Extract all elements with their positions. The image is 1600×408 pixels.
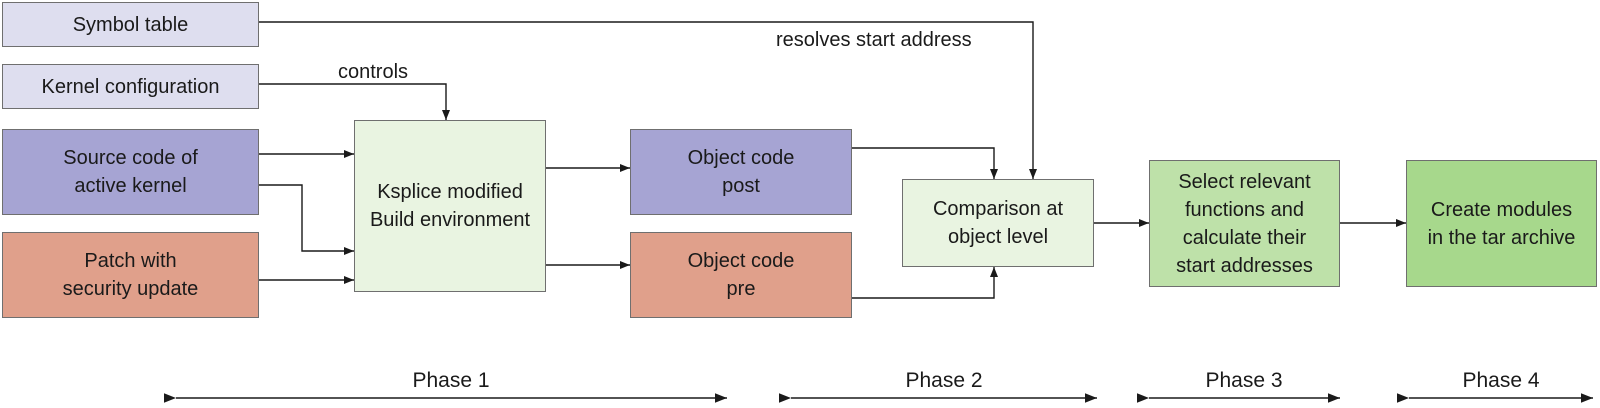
object-code-pre-box: Object code pre <box>630 232 852 318</box>
select-functions-box: Select relevant functions and calculate … <box>1149 160 1340 287</box>
symbol-table-box: Symbol table <box>2 2 259 47</box>
kernel-config-box: Kernel configuration <box>2 64 259 109</box>
source-code-box: Source code of active kernel <box>2 129 259 215</box>
create-modules-box: Create modules in the tar archive <box>1406 160 1597 287</box>
arrow-source-branch-to-ksplice <box>254 184 354 255</box>
ksplice-build-box: Ksplice modified Build environment <box>354 120 546 292</box>
comparison-box: Comparison at object level <box>902 179 1094 267</box>
arrow-symbol-table-to-comparison <box>254 21 1037 179</box>
resolves-start-address-label: resolves start address <box>776 29 972 51</box>
phase-1-label: Phase 1 <box>412 369 490 392</box>
phase-2-label: Phase 2 <box>905 369 983 392</box>
patch-box: Patch with security update <box>2 232 259 318</box>
phase-3-label: Phase 3 <box>1205 369 1283 392</box>
phase-4-label: Phase 4 <box>1462 369 1540 392</box>
arrow-kernel-config-to-ksplice <box>254 83 450 120</box>
arrow-obj-pre-to-comparison <box>852 267 998 299</box>
object-code-post-box: Object code post <box>630 129 852 215</box>
arrow-obj-post-to-comparison <box>852 147 998 179</box>
controls-label: controls <box>338 61 409 83</box>
